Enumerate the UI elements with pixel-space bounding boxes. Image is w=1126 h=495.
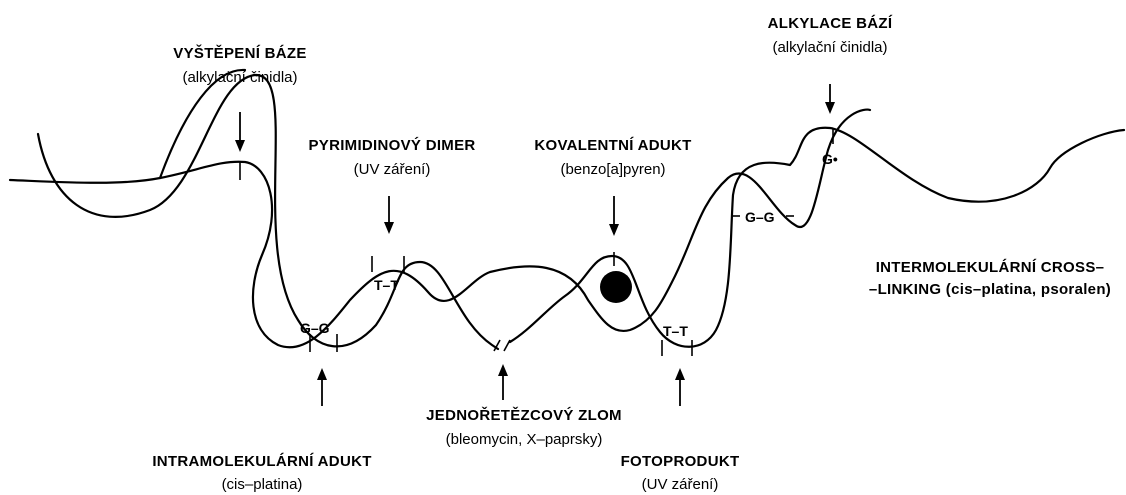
intramolecular-adduct-agent: (cis–platina) [222,476,303,493]
tt-dimer-label: T–T [374,277,399,293]
gg-intra-label: G–G [300,320,330,336]
arrow-base-excision [235,112,245,152]
intermolecular-crosslink-title-1: INTERMOLEKULÁRNÍ CROSS– [876,259,1105,276]
arrow-covalent-adduct [609,196,619,236]
dna-strand-a [38,75,498,349]
base-alkylation-agent: (alkylační činidla) [772,39,887,56]
tt-photo-label: T–T [663,323,688,339]
pyrimidine-dimer-agent: (UV záření) [354,161,431,178]
base-excision-agent: (alkylační činidla) [182,69,297,86]
covalent-adduct-title: KOVALENTNÍ ADUKT [534,137,691,154]
base-alkylation-title: ALKYLACE BÁZÍ [768,15,893,32]
arrow-pyrimidine-dimer [384,196,394,234]
pyrimidine-dimer-title: PYRIMIDINOVÝ DIMER [308,136,475,154]
covalent-adduct-agent: (benzo[a]pyren) [560,161,665,178]
gg-inter-label: G–G [745,209,775,225]
arrow-alkylation [825,84,835,114]
photoproduct-agent: (UV záření) [642,476,719,493]
break-mark-2 [504,340,510,351]
g-alkyl-label: G• [822,151,838,167]
photoproduct-title: FOTOPRODUKT [621,453,740,470]
arrow-single-strand-break [498,364,508,400]
arrow-photoproduct [675,368,685,406]
covalent-adduct-blob [600,271,632,303]
base-excision-title: VYŠTĚPENÍ BÁZE [173,44,306,62]
intramolecular-adduct-title: INTRAMOLEKULÁRNÍ ADUKT [152,453,371,470]
single-strand-break-title: JEDNOŘETĚZCOVÝ ZLOM [426,406,622,424]
arrow-intramolecular-adduct [317,368,327,406]
intermolecular-crosslink-title-2: –LINKING (cis–platina, psoralen) [869,281,1111,298]
single-strand-break-agent: (bleomycin, X–paprsky) [446,431,603,448]
